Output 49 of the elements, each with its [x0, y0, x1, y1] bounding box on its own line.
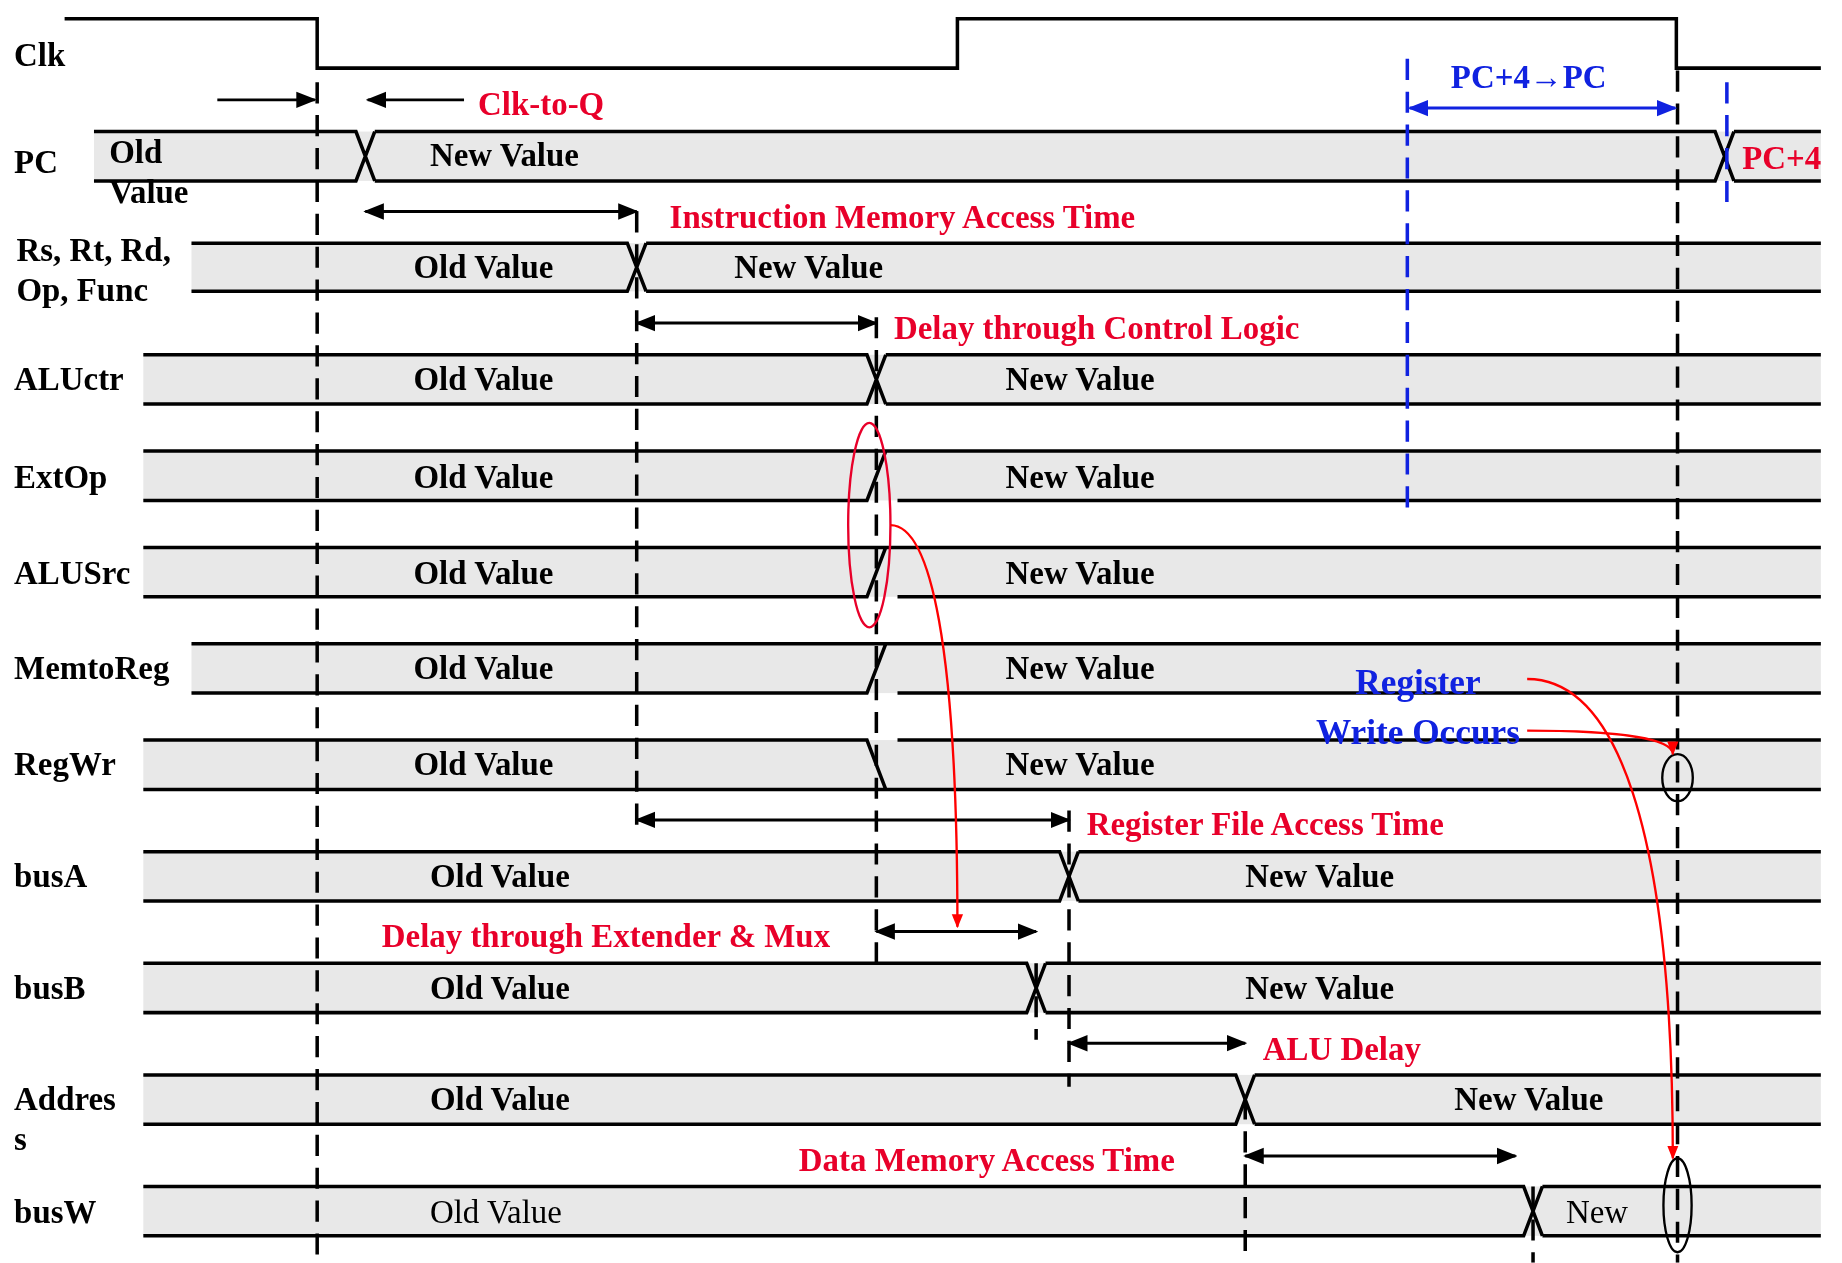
signal-name: busB: [14, 968, 86, 1008]
value-label: New Value: [1245, 968, 1395, 1008]
highlight-ellipse: [847, 421, 892, 629]
highlight-ellipse: [1661, 753, 1694, 803]
value-label: Old Value: [429, 856, 570, 896]
delay-label: Delay through Extender & Mux: [381, 916, 831, 956]
value-label: New Value: [1005, 744, 1155, 785]
signal-name: busW: [14, 1192, 97, 1232]
signal-name: Rs, Rt, Rd, Op, Func: [16, 230, 172, 310]
highlight-ellipse: [1662, 1157, 1693, 1254]
delay-label: Delay through Control Logic: [894, 309, 1300, 349]
delay-label: Data Memory Access Time: [798, 1140, 1175, 1181]
delay-label: PC+4→PC: [1450, 57, 1607, 98]
value-label: New Value: [734, 248, 884, 288]
value-label: New Value: [1245, 856, 1395, 896]
value-label: Old Value: [429, 1079, 570, 1120]
value-label: Old Value: [413, 553, 554, 593]
delay-label: Register File Access Time: [1086, 804, 1444, 845]
value-label: Old Value: [413, 248, 554, 288]
value-label: Old Value: [429, 968, 570, 1008]
signal-name: ExtOp: [14, 457, 108, 497]
delay-label: Instruction Memory Access Time: [669, 197, 1136, 237]
dimension-line: [874, 923, 1039, 940]
value-label: New Value: [1454, 1079, 1604, 1120]
value-label: Old Value: [429, 1192, 562, 1232]
value-label: Old Value: [413, 744, 554, 785]
value-label: New Value: [429, 135, 579, 175]
signal-name: MemtoReg: [14, 648, 170, 688]
signal-name: Addres s: [14, 1079, 117, 1159]
signal-name: busA: [14, 856, 88, 896]
value-label: Old Value: [413, 457, 554, 497]
signal-name: PC: [14, 142, 58, 182]
value-label: New Value: [1005, 457, 1155, 497]
value-label: New Value: [1005, 359, 1155, 399]
value-label: Old Value: [413, 359, 554, 399]
signal-name: ALUctr: [14, 359, 124, 399]
signal-name: ALUSrc: [14, 553, 131, 593]
leader-line: [890, 523, 963, 929]
value-label: Old Value: [109, 132, 190, 212]
value-label: New: [1565, 1192, 1629, 1232]
delay-label: PC+4: [1742, 138, 1822, 179]
value-label: New Value: [1005, 648, 1155, 688]
delay-label: ALU Delay: [1262, 1029, 1421, 1069]
signal-name: Clk: [14, 35, 66, 75]
leader-line: [1527, 677, 1679, 1160]
value-label: Old Value: [413, 648, 554, 688]
signal-name: RegWr: [14, 744, 116, 785]
delay-label: Clk-to-Q: [478, 84, 605, 125]
value-label: New Value: [1005, 553, 1155, 593]
